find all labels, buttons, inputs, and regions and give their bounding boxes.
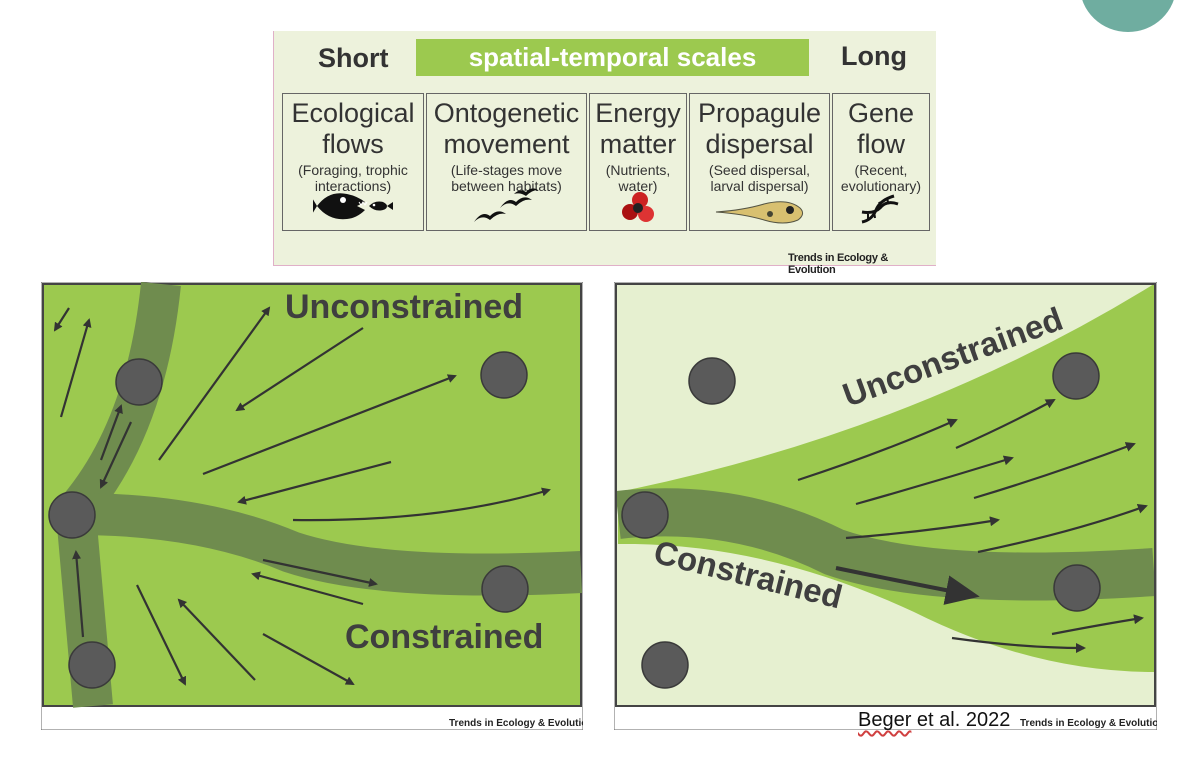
box-title-line: Propagule xyxy=(697,98,822,128)
corner-decoration-circle xyxy=(1080,0,1176,32)
credit-text: Trends in Ecology & Evolution xyxy=(1020,718,1157,729)
box-title-line: flow xyxy=(856,129,905,159)
unconstrained-label: Unconstrained xyxy=(285,288,523,326)
larva-icon xyxy=(690,196,829,226)
box-title-line: Ecological xyxy=(291,98,415,128)
box-subtitle-line: interactions) xyxy=(314,178,392,194)
box-title-line: movement xyxy=(443,129,570,159)
corridor-upper xyxy=(57,282,181,528)
box-subtitle-line: (Seed dispersal, xyxy=(708,162,811,178)
box-subtitle-line: larval dispersal) xyxy=(710,178,809,194)
right-connectivity-panel: Unconstrained Constrained Trends in Ecol… xyxy=(614,282,1157,730)
habitat-node xyxy=(115,358,163,406)
box-subtitle-line: (Life-stages move xyxy=(450,162,563,178)
corridor-dark xyxy=(615,488,1156,601)
scale-panel: Short spatial-temporal scales Long Ecolo… xyxy=(273,31,936,276)
flow-arrows xyxy=(53,306,551,686)
corridor-horizontal xyxy=(75,493,583,596)
short-label: Short xyxy=(318,43,389,73)
credit-text: Trends in Ecology & Evolution xyxy=(449,718,583,729)
flow-arrows xyxy=(797,399,1148,653)
constrained-label: Constrained xyxy=(345,618,543,656)
citation-text: Beger et al. 2022 xyxy=(858,709,1010,732)
box-subtitle-line: evolutionary) xyxy=(840,178,922,194)
box-title-line: Energy xyxy=(595,98,681,128)
citation-author: Beger xyxy=(858,709,912,731)
box-title-line: dispersal xyxy=(705,129,814,159)
habitat-node xyxy=(621,491,669,539)
main-flow-arrow xyxy=(835,566,980,605)
habitat-node xyxy=(641,641,689,689)
habitat-node xyxy=(48,491,96,539)
molecule-icon xyxy=(590,190,686,226)
scale-bar: spatial-temporal scales xyxy=(416,39,809,76)
box-title-line: Ontogenetic xyxy=(433,98,580,128)
box-subtitle-line: water) xyxy=(618,178,658,194)
box-title-line: Gene xyxy=(847,98,915,128)
dna-icon xyxy=(833,192,929,226)
habitat-node xyxy=(688,357,736,405)
box-subtitle-line: (Nutrients, xyxy=(605,162,671,178)
citation-rest: et al. 2022 xyxy=(911,709,1011,731)
box-title-line: matter xyxy=(599,129,677,159)
habitat-node xyxy=(1053,564,1101,612)
fish-eating-fish-icon xyxy=(283,186,423,226)
habitat-node xyxy=(481,565,529,613)
credit-text: Trends in Ecology & Evolution xyxy=(788,252,889,276)
box-subtitle-line: (Foraging, trophic xyxy=(298,162,408,178)
habitat-node xyxy=(1052,352,1100,400)
habitat-node xyxy=(480,351,528,399)
box-title-line: flows xyxy=(322,129,384,159)
long-label: Long xyxy=(841,41,907,71)
box-subtitle-line: (Recent, xyxy=(854,162,908,178)
birds-flying-icon xyxy=(427,186,586,226)
habitat-node xyxy=(68,641,116,689)
left-connectivity-panel: Unconstrained Constrained Trends in Ecol… xyxy=(41,282,583,730)
